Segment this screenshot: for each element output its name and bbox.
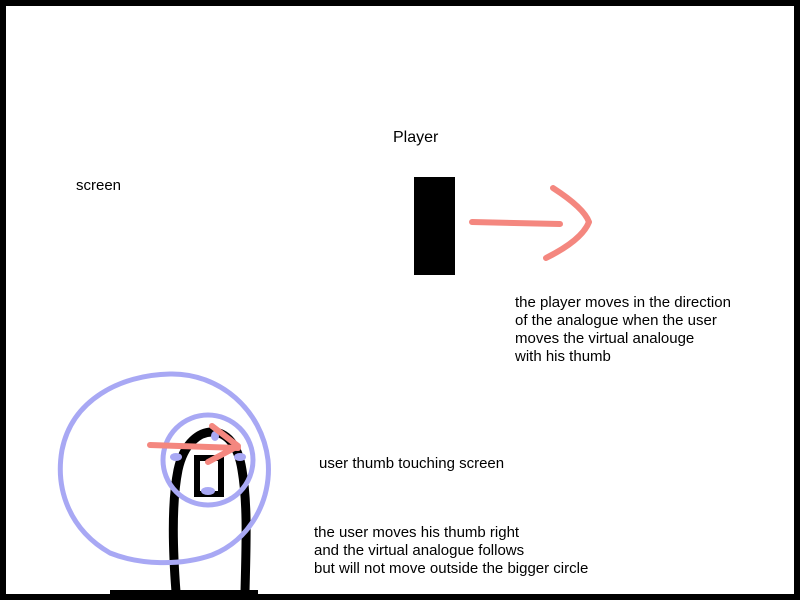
thumb-direction-arrow-icon	[147, 423, 241, 465]
player-block	[414, 177, 455, 275]
player-note-line-3: moves the virtual analouge	[515, 330, 695, 347]
thumb-note-line-3: but will not move outside the bigger cir…	[314, 560, 589, 577]
thumb-note-line-2: and the virtual analogue follows	[314, 542, 525, 559]
player-label: Player	[393, 129, 439, 146]
analogue-boundary-circle-icon	[57, 371, 271, 566]
player-note-line-4: with his thumb	[515, 348, 611, 365]
screen-label: screen	[76, 177, 122, 194]
thumb-touch-label: user thumb touching screen	[319, 455, 505, 472]
sketch-layer	[57, 185, 592, 594]
player-movement-note: the player moves in the direction of the…	[515, 294, 731, 366]
player-note-line-2: of the analogue when the user	[515, 312, 717, 329]
player-note-line-1: the player moves in the direction	[515, 294, 731, 311]
thumb-movement-note: the user moves his thumb right and the v…	[314, 524, 588, 578]
thumb-note-line-1: the user moves his thumb right	[314, 524, 520, 541]
player-direction-arrow-icon	[469, 185, 592, 261]
